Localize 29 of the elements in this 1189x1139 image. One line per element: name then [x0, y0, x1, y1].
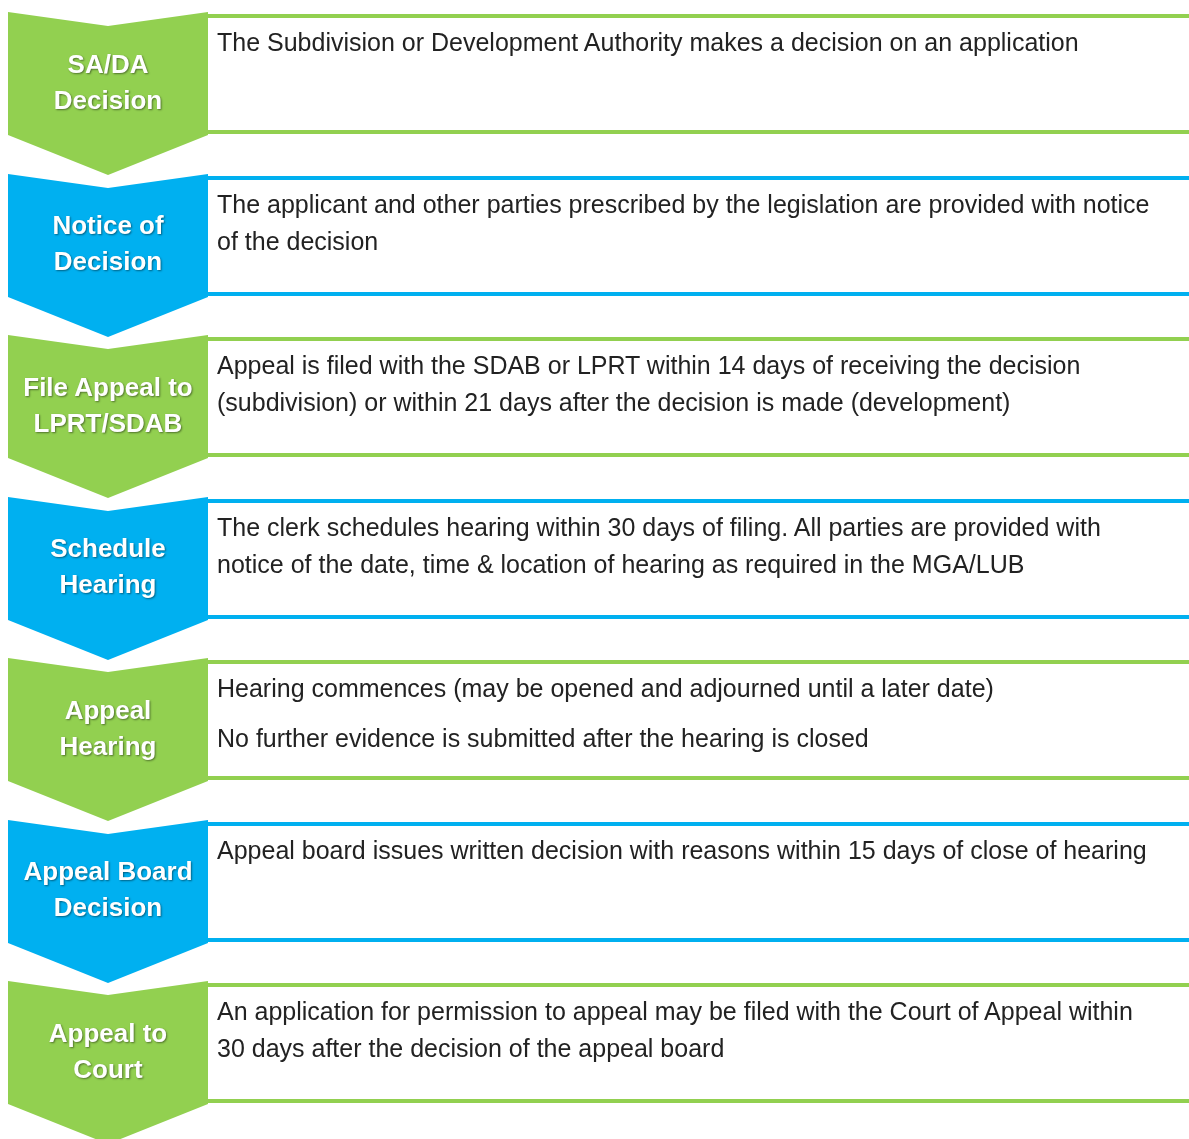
step-description: No further evidence is submitted after the hearing is closed [216, 723, 870, 754]
step-description: An application for permission to appeal may be filed with the Court of Appeal within 30 days after the decision of the appeal board [216, 996, 1134, 1064]
step-banner [8, 981, 208, 1139]
step-title: File Appeal to LPRT/SDAB [22, 370, 194, 440]
step-banner [8, 12, 208, 175]
step-description: The applicant and other parties prescribed by the legislation are provided with notice of the decision [216, 188, 1151, 257]
step-title: Appeal to Court [47, 1016, 169, 1086]
step-title: SA/DA Decision [52, 47, 164, 117]
step-banner [8, 173, 208, 337]
step-description: Appeal board issues written decision with reasons within 15 days of close of hearing [216, 834, 1148, 866]
step-description: Appeal is filed with the SDAB or LPRT within 14 days of receiving the decision (subdivision) or within 21 days after the decision is made (development) [216, 350, 1082, 418]
step-title: Schedule Hearing [49, 532, 167, 601]
step-description: Hearing commences (may be opened and adjourned until a later date) [216, 673, 995, 704]
step-title: Appeal Hearing [58, 693, 158, 763]
step-description-box [208, 175, 1189, 296]
step-description-box [208, 14, 1189, 134]
step-description-box [208, 821, 1189, 942]
step-description-box [208, 660, 1189, 780]
step-description: The Subdivision or Development Authority makes a decision on an application [216, 27, 1080, 58]
step-banner [8, 819, 208, 983]
step-description-box [208, 337, 1189, 457]
step-title: Appeal Board Decision [22, 855, 194, 924]
step-banner [8, 496, 208, 660]
step-description-box [208, 498, 1189, 619]
step-banner [8, 335, 208, 498]
step-description-box [208, 983, 1189, 1103]
step-title: Notice of Decision [51, 209, 165, 278]
step-description: The clerk schedules hearing within 30 days of filing. All parties are provided with notice of the date, time & location of hearing as required in the MGA/LUB [216, 511, 1102, 580]
step-banner [8, 658, 208, 821]
